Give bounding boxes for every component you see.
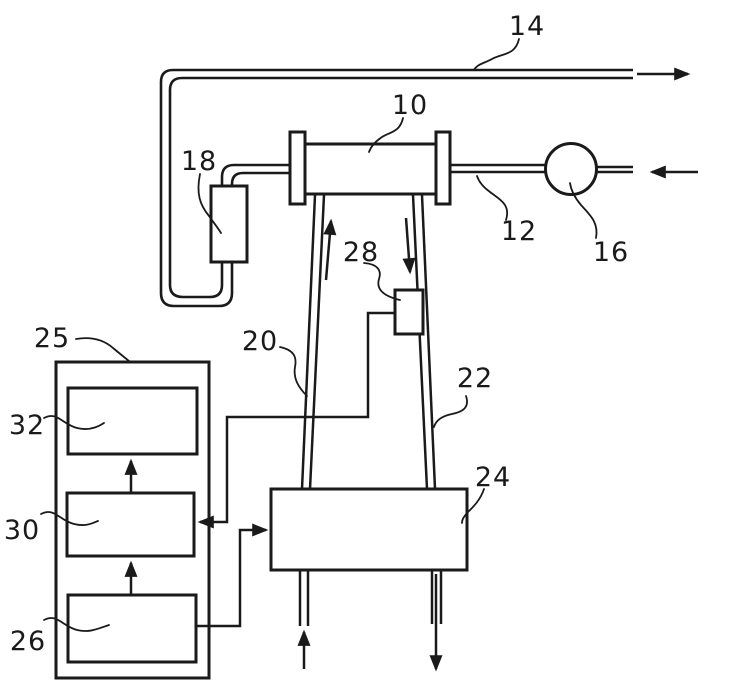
leader-20 bbox=[279, 346, 308, 397]
reference-labels: 14 10 18 12 16 28 20 22 24 25 32 30 26 bbox=[4, 11, 629, 657]
duct-20-left-line bbox=[300, 194, 317, 490]
label-10: 10 bbox=[392, 90, 428, 121]
pipe-12 bbox=[450, 163, 546, 174]
pipe-18-outer-line bbox=[220, 163, 291, 187]
label-16: 16 bbox=[593, 237, 629, 268]
label-14: 14 bbox=[509, 11, 545, 42]
leader-25 bbox=[75, 337, 130, 362]
leader-18 bbox=[197, 173, 222, 234]
label-26: 26 bbox=[10, 626, 46, 657]
pipe-18-to-vessel bbox=[220, 163, 291, 187]
component-16-circle bbox=[544, 142, 598, 196]
leader-24 bbox=[461, 488, 485, 524]
leader-26 bbox=[43, 617, 110, 632]
label-25: 25 bbox=[34, 323, 70, 354]
leader-14 bbox=[473, 38, 520, 71]
vessel-10-body bbox=[303, 142, 438, 196]
inlet-pipe-right bbox=[596, 165, 698, 179]
vessel-10 bbox=[288, 130, 452, 206]
vessel-10-left-flange bbox=[288, 130, 307, 206]
pipe-14-inner-line bbox=[168, 76, 633, 299]
duct-22-right-line bbox=[420, 194, 437, 490]
duct-22-left-line bbox=[411, 194, 429, 490]
label-12: 12 bbox=[501, 216, 537, 247]
duct-20-right-line bbox=[308, 194, 326, 490]
leader-12 bbox=[476, 175, 509, 221]
label-30: 30 bbox=[4, 515, 40, 546]
leader-22 bbox=[433, 395, 468, 428]
duct-20-up-arrow bbox=[323, 218, 337, 281]
control-unit-25-frame bbox=[54, 360, 211, 680]
label-20: 20 bbox=[242, 326, 278, 357]
duct-20 bbox=[297, 194, 337, 669]
wire-28-to-30 bbox=[197, 311, 397, 529]
pipe-14-outer-line bbox=[159, 68, 633, 308]
duct-22-down-arrow bbox=[402, 217, 416, 275]
leader-10 bbox=[368, 117, 404, 153]
pipe-14-loop bbox=[159, 67, 691, 308]
component-24-box bbox=[269, 487, 469, 572]
pipe-18-inner-line bbox=[230, 171, 291, 187]
label-18: 18 bbox=[181, 146, 217, 177]
component-32-box bbox=[66, 386, 199, 456]
label-32: 32 bbox=[9, 410, 45, 441]
leader-lines bbox=[40, 38, 598, 632]
label-28: 28 bbox=[343, 237, 379, 268]
label-24: 24 bbox=[475, 462, 511, 493]
component-28-box bbox=[393, 288, 425, 336]
leader-16 bbox=[569, 182, 598, 239]
duct-22 bbox=[402, 194, 443, 672]
component-18-box bbox=[209, 184, 249, 264]
leader-32 bbox=[43, 415, 105, 430]
leader-28 bbox=[363, 262, 401, 301]
leader-30 bbox=[40, 511, 99, 526]
wire-26-to-24 bbox=[196, 523, 269, 628]
vessel-10-right-flange bbox=[434, 130, 452, 206]
component-26-box bbox=[66, 593, 198, 664]
label-22: 22 bbox=[457, 363, 493, 394]
